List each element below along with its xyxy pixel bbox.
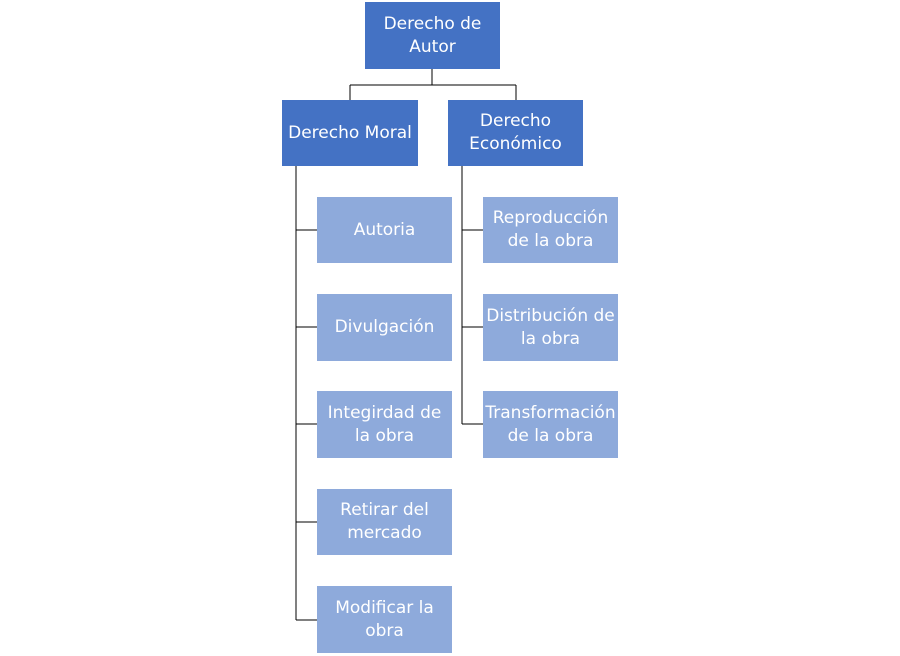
- node-economico-transformacion-label: Transformación de la obra: [485, 402, 616, 446]
- node-root-label: Derecho de Autor: [383, 13, 482, 57]
- node-root: Derecho de Autor: [365, 2, 500, 69]
- node-economico-reproduccion-label: Reproducción de la obra: [492, 208, 609, 251]
- node-moral-autoria-label: Autoria: [353, 219, 416, 240]
- node-derecho-economico: Derecho Económico: [448, 100, 583, 166]
- node-derecho-economico-label: Derecho Económico: [469, 111, 562, 154]
- node-derecho-moral: Derecho Moral: [282, 100, 418, 166]
- node-derecho-moral-label: Derecho Moral: [288, 122, 412, 143]
- node-moral-modificar: Modificar la obra: [317, 586, 452, 653]
- node-economico-reproduccion: Reproducción de la obra: [483, 197, 618, 263]
- node-moral-retirar-label: Retirar del mercado: [340, 500, 429, 543]
- node-moral-autoria: Autoria: [317, 197, 452, 263]
- node-moral-integridad-label: Integirdad de la obra: [327, 402, 442, 446]
- node-economico-distribucion-label: Distribución de la obra: [486, 305, 615, 349]
- node-economico-transformacion: Transformación de la obra: [483, 391, 618, 458]
- node-moral-divulgacion-label: Divulgación: [334, 317, 435, 337]
- node-moral-modificar-label: Modificar la obra: [335, 597, 434, 641]
- node-moral-divulgacion: Divulgación: [317, 294, 452, 361]
- node-moral-integridad: Integirdad de la obra: [317, 391, 452, 458]
- node-economico-distribucion: Distribución de la obra: [483, 294, 618, 361]
- node-moral-retirar: Retirar del mercado: [317, 489, 452, 555]
